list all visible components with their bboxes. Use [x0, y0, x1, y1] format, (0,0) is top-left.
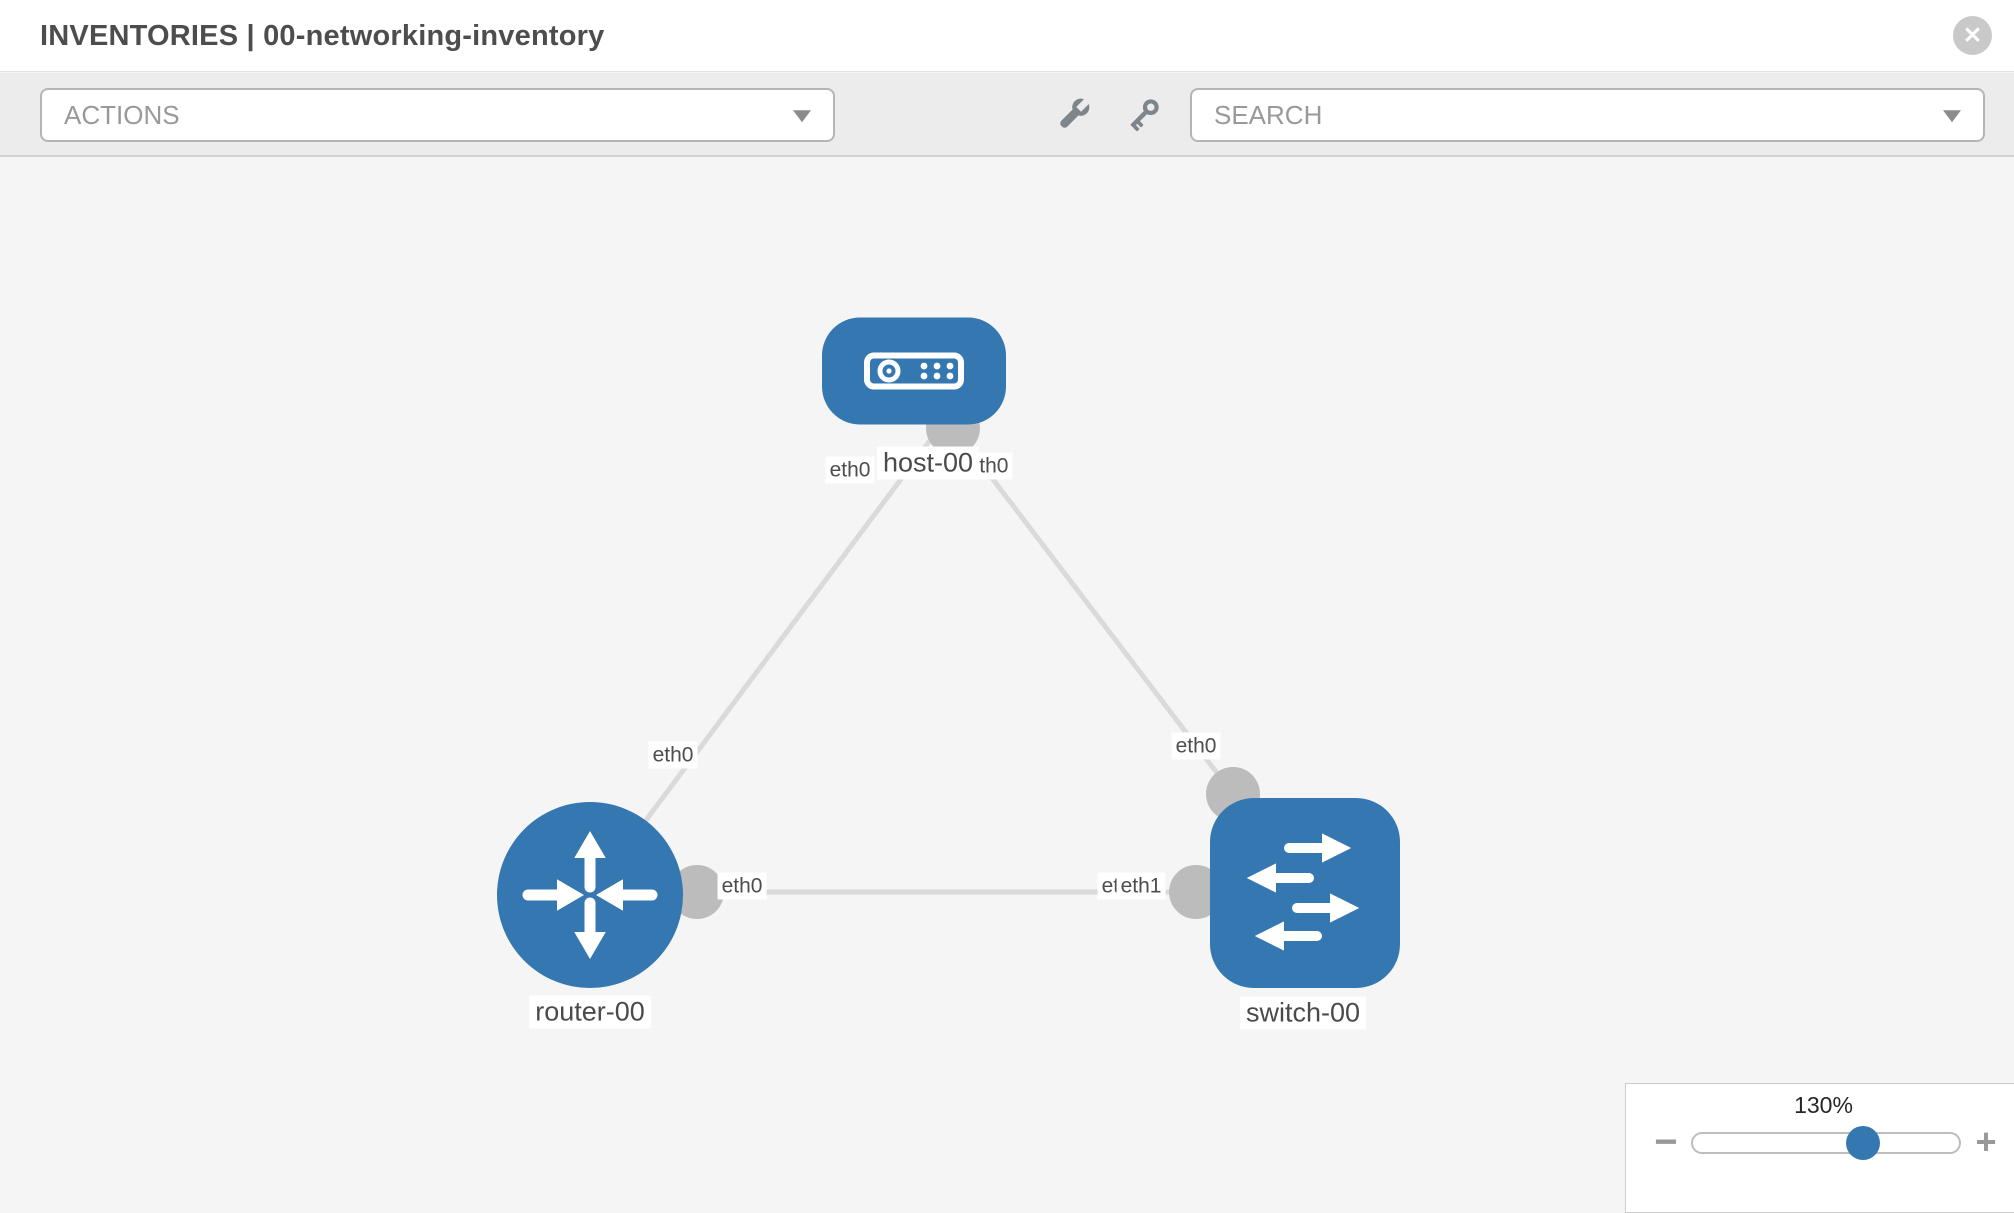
interface-label: eth1	[1116, 872, 1166, 900]
interface-label: eth0	[717, 872, 767, 900]
search-dropdown-label: SEARCH	[1214, 99, 1323, 130]
toolbar: ACTIONS SEARCH	[0, 73, 2014, 157]
close-icon: ✕	[1962, 22, 1983, 48]
key-icon	[1130, 99, 1159, 132]
node-router-00[interactable]	[497, 802, 683, 988]
page-title: INVENTORIES | 00-networking-inventory	[40, 19, 605, 52]
minus-icon: −	[1654, 1119, 1678, 1164]
link-host-00-router-00[interactable]	[587, 425, 943, 897]
node-label: host-00	[876, 446, 980, 480]
zoom-in-button[interactable]: +	[1966, 1121, 2006, 1162]
router-icon	[522, 831, 658, 959]
interface-label: eth0	[648, 741, 698, 769]
interface-label: eth0	[825, 456, 875, 484]
switch-icon	[1246, 833, 1360, 951]
node-label: router-00	[529, 995, 651, 1029]
key-button[interactable]	[1113, 85, 1173, 145]
zoom-out-button[interactable]: −	[1646, 1119, 1686, 1164]
close-button[interactable]: ✕	[1953, 16, 1992, 55]
configure-button[interactable]	[1043, 85, 1103, 145]
chevron-down-icon	[1943, 110, 1961, 123]
host-icon	[864, 352, 964, 390]
wrench-icon	[1060, 98, 1090, 128]
zoom-slider-track[interactable]	[1691, 1132, 1961, 1154]
interface-label: eth0	[1171, 732, 1221, 760]
node-switch-00[interactable]	[1210, 798, 1400, 988]
node-host-00[interactable]	[822, 317, 1006, 425]
interface-port	[1169, 865, 1223, 919]
zoom-percentage: 130%	[1794, 1092, 1853, 1118]
zoom-slider-thumb[interactable]	[1846, 1126, 1880, 1160]
search-dropdown[interactable]: SEARCH	[1190, 88, 1985, 142]
topology-canvas[interactable]: eth0eth0eth0eth0eth0eth0eth1host-00route…	[0, 157, 2014, 1200]
chevron-down-icon	[793, 110, 811, 123]
actions-dropdown[interactable]: ACTIONS	[40, 88, 835, 142]
interface-port	[670, 865, 724, 919]
plus-icon: +	[1975, 1121, 1997, 1162]
page-header: INVENTORIES | 00-networking-inventory ✕	[0, 0, 2014, 72]
zoom-panel: 130% − +	[1625, 1083, 2014, 1213]
node-label: switch-00	[1239, 996, 1367, 1030]
actions-dropdown-label: ACTIONS	[64, 99, 180, 130]
